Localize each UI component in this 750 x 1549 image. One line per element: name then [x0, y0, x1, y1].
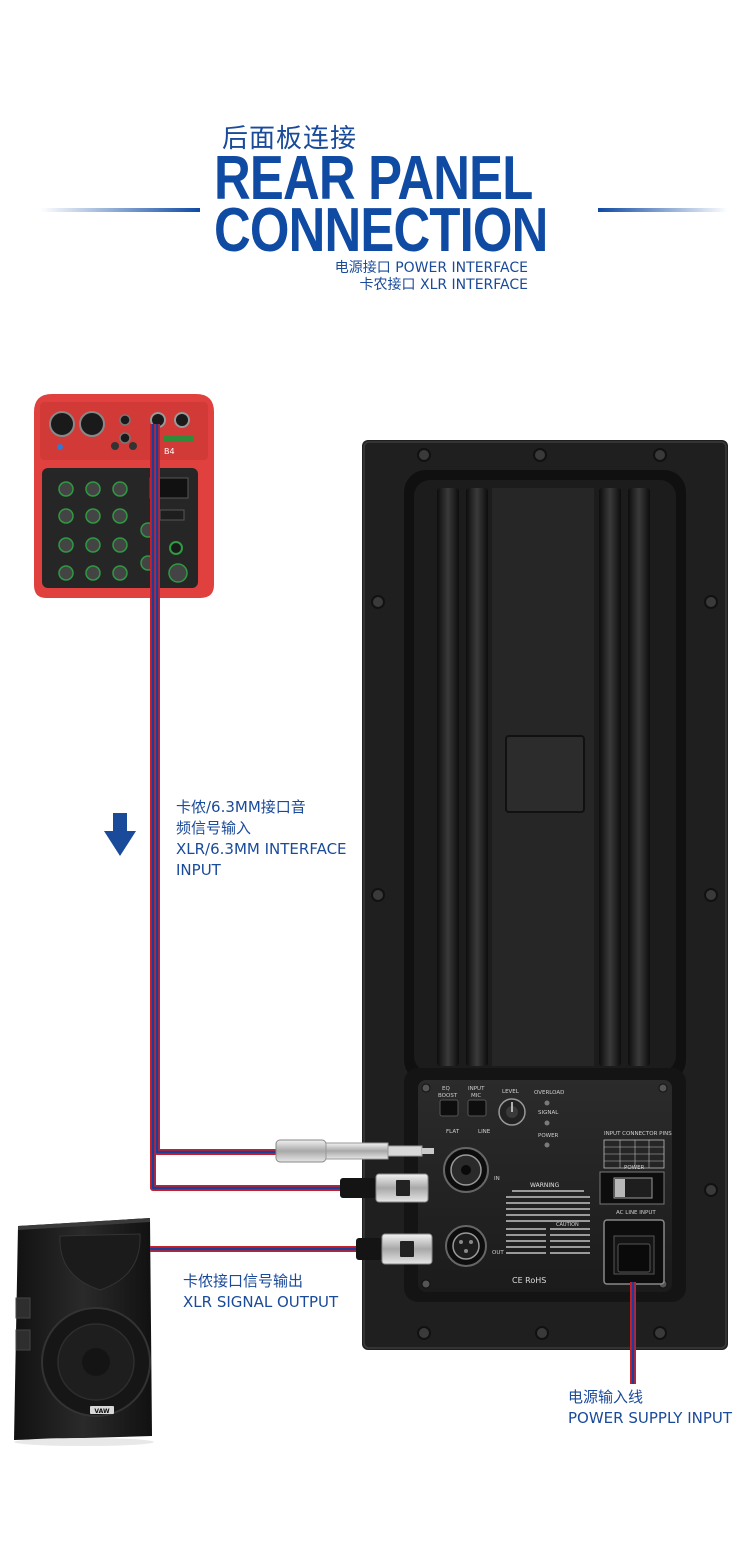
output-label-en: XLR SIGNAL OUTPUT	[183, 1293, 339, 1311]
input-label: 卡侬/6.3MM接口音 频信号输入 XLR/6.3MM INTERFACE IN…	[176, 797, 347, 881]
panel-boost-label: BOOST	[438, 1093, 458, 1099]
audio-mixer: B4	[34, 394, 214, 598]
output-label: 卡侬接口信号输出 XLR SIGNAL OUTPUT	[183, 1271, 338, 1313]
panel-flat-label: FLAT	[446, 1129, 460, 1135]
cables	[150, 424, 636, 1384]
output-label-cn: 卡侬接口信号输出	[183, 1272, 304, 1290]
panel-eq-label: EQ	[442, 1086, 450, 1092]
mixer-model-label: B4	[164, 447, 175, 456]
down-arrow-icon	[104, 813, 136, 856]
panel-connector-pins-label: INPUT CONNECTOR PINS	[604, 1131, 672, 1137]
panel-power-led-label: POWER	[538, 1133, 559, 1139]
header-subtitle-power: 电源接口 POWER INTERFACE	[334, 260, 528, 276]
header-title-en-line1: REAR PANEL	[214, 144, 533, 213]
header-rule-left	[40, 208, 200, 212]
panel-cert-marks: CE RoHS	[512, 1276, 546, 1285]
panel-mic-label: MIC	[471, 1093, 481, 1099]
power-label-en: POWER SUPPLY INPUT	[568, 1409, 733, 1427]
input-label-cn-line1: 卡侬/6.3MM接口音	[176, 798, 306, 816]
trs-plug	[275, 1139, 434, 1163]
panel-warning-label: WARNING	[530, 1182, 560, 1189]
power-label-cn: 电源输入线	[568, 1388, 644, 1406]
power-label: 电源输入线 POWER SUPPLY INPUT	[568, 1387, 732, 1429]
amplifier-rear-panel	[362, 440, 728, 1350]
panel-line-label: LINE	[478, 1129, 491, 1135]
pa-speaker: VAW	[14, 1218, 154, 1446]
header-title-en-line2: CONNECTION	[214, 196, 548, 265]
header-title-cn: 后面板连接	[222, 124, 358, 154]
header-subtitle-xlr: 卡农接口 XLR INTERFACE	[359, 277, 528, 293]
input-label-en-line1: XLR/6.3MM INTERFACE	[176, 840, 347, 858]
xlr-plug-input	[340, 1173, 429, 1203]
panel-out-label: OUT	[492, 1250, 504, 1256]
panel-in-label: IN	[494, 1176, 500, 1182]
panel-overload-label: OVERLOAD	[534, 1090, 564, 1096]
panel-caution-label: CAUTION	[556, 1222, 579, 1228]
panel-level-label: LEVEL	[502, 1089, 520, 1095]
panel-input-label: INPUT	[468, 1086, 485, 1092]
input-label-cn-line2: 频信号输入	[176, 819, 252, 837]
speaker-brand-badge: VAW	[94, 1408, 110, 1415]
panel-ac-input-label: AC LINE INPUT	[616, 1210, 656, 1216]
header-rule-right	[598, 208, 728, 212]
input-label-en-line2: INPUT	[176, 861, 221, 879]
panel-power-switch-label: POWER	[624, 1165, 645, 1171]
xlr-plug-output	[356, 1233, 433, 1265]
ac-power-plug	[617, 1243, 651, 1273]
panel-signal-label: SIGNAL	[538, 1110, 559, 1116]
